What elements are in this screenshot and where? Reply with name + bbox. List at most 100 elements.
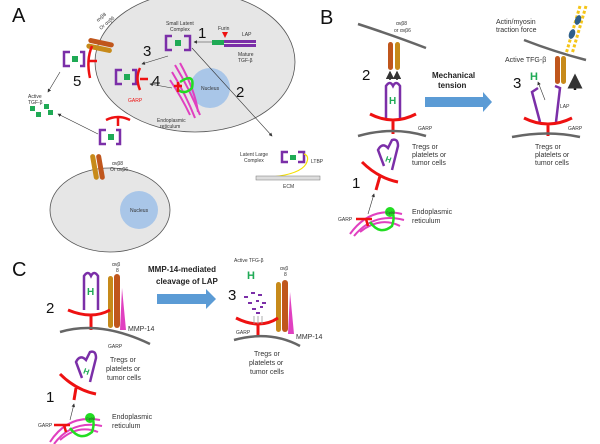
b-trafficking-arrow (367, 193, 375, 215)
b-er-label-2: reticulum (412, 218, 441, 225)
mmp14-arrow-label-1: MMP-14-mediated (148, 265, 216, 274)
llc-label-1: Latent Large (240, 152, 268, 158)
er-label-1: Endoplasmic (157, 118, 186, 124)
panel-c: C αvβ 8 H 2 MMP-14 GARP MMP-14-mediated … (12, 258, 323, 444)
b-step-2: 2 (362, 67, 370, 84)
er-label-2: reticulum (160, 124, 180, 130)
actin-label-1: Actin/myosin (496, 19, 536, 26)
b-open-lap (530, 84, 562, 123)
c-slc-garp-transit: H (58, 350, 98, 401)
b-active-label: Active TFG-β (505, 57, 546, 64)
actin-filament (564, 5, 588, 55)
second-nucleus-label: Nucleus (130, 208, 149, 214)
second-nucleus (120, 191, 158, 229)
b-tgfb-h: H (389, 96, 396, 107)
membrane-top-right (523, 38, 587, 62)
c-integrin-label-1: αvβ (112, 262, 120, 268)
mature-label-1: Mature (238, 52, 254, 58)
active-tgfb-label-2: TGF-β (28, 100, 43, 106)
c-cells-right-3: tumor cells (250, 369, 284, 376)
step-1: 1 (198, 25, 206, 42)
ltbp (271, 153, 309, 178)
c-cells-right-1: Tregs or (254, 351, 280, 358)
furin-label: Furin (218, 26, 230, 32)
c-integrin-right (276, 280, 294, 334)
pathway-arrows-a (47, 40, 273, 137)
mmp14-arrow-label-2: cleavage of LAP (156, 277, 218, 286)
garp-in-er (174, 82, 182, 92)
pro-tgfb (212, 32, 256, 47)
b-er-label-1: Endoplasmic (412, 209, 453, 216)
c-mmp14-label-1: MMP-14 (128, 326, 155, 333)
c-cells-left-3: tumor cells (107, 375, 141, 382)
b-gp96-label: Gp96 (386, 211, 395, 215)
panel-a: A Nucleus Endoplasmic reticulum Furin LA… (12, 0, 324, 253)
slc-label-1: Small Latent (166, 21, 194, 27)
b-cells-left-1: Tregs or (412, 144, 438, 151)
slc-at-surface (62, 45, 97, 79)
step-4: 4 (152, 73, 160, 90)
slc-garp-complex (114, 67, 148, 91)
active-tgfb-molecules (30, 104, 53, 117)
panel-c-label: C (12, 259, 26, 281)
c-mmp14-label-2: MMP-14 (296, 334, 323, 341)
c-garp-label-2: GARP (236, 330, 251, 336)
c-garp-label-1: GARP (108, 344, 123, 350)
c-er: Gp96 (49, 413, 103, 444)
b-slc-h: H (384, 154, 393, 165)
c-step-3: 3 (228, 287, 236, 304)
c-active-tgfb-h: H (247, 270, 255, 282)
second-integrin-label-2: Or αvβ6 (110, 167, 128, 173)
c-latent-complex: H (82, 271, 100, 310)
c-integrin-left (108, 274, 126, 330)
mmp14-cleavage-arrow (157, 289, 216, 309)
b-integrin-left (388, 42, 400, 70)
step-2: 2 (236, 84, 244, 101)
c-membrane-right (233, 334, 301, 348)
b-latent-complex: H (384, 81, 402, 118)
c-garp-label-3: GARP (38, 423, 53, 429)
b-integrin-right (555, 56, 566, 84)
membrane-top-left (357, 22, 427, 50)
mature-label-2: TGF-β (238, 58, 253, 64)
b-cells-right-2: platelets or (535, 152, 570, 159)
slc-label-2: Complex (170, 27, 190, 33)
c-er-label-1: Endoplasmic (112, 414, 153, 421)
c-slc-h: H (82, 366, 91, 377)
b-garp-label-3: GARP (338, 217, 353, 223)
small-latent-complex (164, 34, 192, 52)
c-cells-left-2: platelets or (106, 366, 141, 373)
mechanical-label-1: Mechanical (432, 71, 475, 80)
membrane-cell-right (511, 132, 581, 139)
mechanical-tension-arrow (425, 92, 492, 112)
b-er: Gp96 (349, 207, 405, 237)
step-5: 5 (73, 73, 81, 90)
c-step-1: 1 (46, 389, 54, 406)
active-tgfb-label-1: Active (28, 94, 42, 100)
llc-label-2: Complex (244, 158, 264, 164)
b-slc-garp-transit: H (360, 138, 400, 191)
b-integrin-label-1: αvβ8 (396, 21, 407, 27)
second-cell (49, 167, 171, 253)
c-er-label-2: reticulum (112, 423, 141, 430)
c-cells-left-1: Tregs or (110, 357, 136, 364)
panel-a-label: A (12, 5, 26, 27)
b-integrin-label-2: or αvβ6 (394, 28, 411, 34)
c-cells-right-2: platelets or (249, 360, 284, 367)
step-3: 3 (143, 43, 151, 60)
c-active-label: Active TFG-β (234, 258, 264, 264)
ecm-bar (255, 175, 321, 181)
c-mmp14-left (120, 288, 126, 330)
cell-body (94, 0, 296, 133)
c-integrin-label-2: 8 (116, 268, 119, 274)
cleaved-lap-fragments (244, 292, 266, 314)
b-lap-label: LAP (560, 104, 570, 110)
gp96-chaperone (177, 76, 194, 94)
c-trafficking-arrow (69, 403, 76, 421)
second-integrin (90, 154, 105, 180)
b-cells-right-1: Tregs or (535, 144, 561, 151)
c-integrin-label-3: αvβ (280, 266, 288, 272)
b-step-3: 3 (513, 75, 521, 92)
garp-label: GARP (128, 98, 143, 104)
